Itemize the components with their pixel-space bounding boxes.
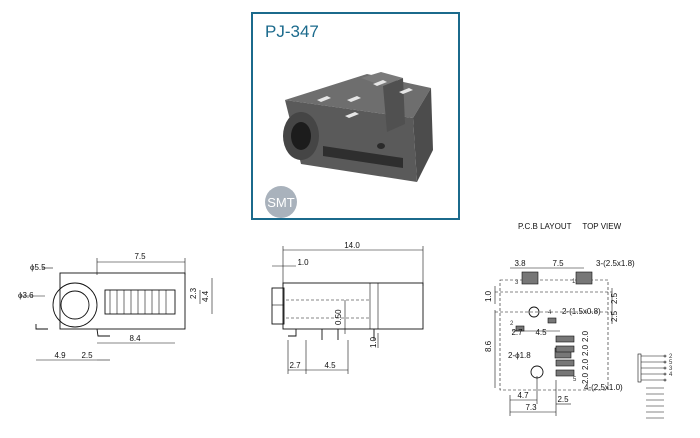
hole-1 (528, 306, 540, 318)
jack-right-face (413, 88, 433, 182)
dim-side-2-7: 2.7 (289, 361, 301, 370)
dim-pitch-4: 2.0 (581, 372, 590, 384)
dim-2-5: 2.5 (81, 351, 93, 360)
dim-14-0: 14.0 (344, 241, 360, 250)
schematic-symbol: 2 5 3 4 (637, 353, 673, 419)
pin-label-5: 5 (573, 377, 577, 383)
contact-tab (399, 88, 413, 94)
pad-row-3 (555, 359, 575, 367)
dim-pcb-4-7: 4.7 (517, 391, 529, 400)
jack-slot (323, 146, 403, 168)
contact-tab (373, 80, 387, 86)
dim-pcb-2-5a: 2.5 (610, 292, 619, 304)
pin-label-2: 2 (510, 321, 514, 327)
front-body (59, 272, 186, 330)
dim-2-3: 2.3 (189, 287, 198, 299)
pcb-header: P.C.B LAYOUT TOP VIEW (518, 222, 622, 231)
pad-large-2 (575, 271, 593, 285)
dim-pads-row: 4-(2.5x1.0) (584, 383, 623, 392)
contact-tab (347, 96, 361, 102)
sch-pin-5: 5 (669, 360, 673, 366)
dim-pitch-2: 2.0 (581, 344, 590, 356)
jack-outer-circle (52, 282, 98, 328)
dim-7-5: 7.5 (134, 252, 146, 261)
dim-pitch-1: 2.0 (581, 330, 590, 342)
dim-pcb-2-5: 2.5 (557, 395, 569, 404)
dim-4-4: 4.4 (201, 290, 210, 302)
sch-pin-4: 4 (669, 372, 673, 378)
dim-4-9: 4.9 (54, 351, 66, 360)
side-view-drawing: 14.0 1.0 0.50 1.0 2.7 4.5 (271, 241, 424, 374)
connector-photo: SMT (265, 72, 433, 218)
part-title: PJ-347 (265, 22, 319, 41)
dim-side-1-0: 1.0 (297, 258, 309, 267)
dim-side-4-5: 4.5 (324, 361, 336, 370)
dim-0-50: 0.50 (334, 309, 343, 325)
dim-8-4: 8.4 (129, 334, 141, 343)
jack-back-block-side (383, 78, 405, 132)
dim-dia-3-6: ϕ3.6 (18, 291, 34, 300)
pad-row-4 (555, 369, 575, 377)
dim-pcb-4-5: 4.5 (535, 328, 547, 337)
sch-pin-2: 2 (669, 354, 673, 360)
sch-pin-3: 3 (669, 366, 673, 372)
dim-pcb-2-5b: 2.5 (610, 310, 619, 322)
dim-side-h-1-0: 1.0 (369, 336, 378, 348)
jack-back-block-top (361, 72, 403, 86)
smt-badge-text: SMT (267, 195, 295, 210)
dim-pcb-7-3: 7.3 (525, 403, 537, 412)
dim-pcb-8-6: 8.6 (484, 340, 493, 352)
pcb-outline (499, 279, 609, 391)
pad-row-1 (555, 335, 575, 343)
dim-pcb-2-7: 2.7 (511, 328, 523, 337)
pin-label-1: 1 (572, 279, 576, 285)
jack-top-hole (377, 143, 385, 149)
jack-barrel-hole (291, 122, 311, 150)
pad-small-2 (547, 317, 557, 324)
dim-pcb-7-5: 7.5 (552, 259, 564, 268)
dim-pitch-3: 2.0 (581, 358, 590, 370)
side-body (282, 282, 424, 330)
dim-holes: 2-ϕ1.8 (508, 351, 531, 360)
front-view-drawing: ϕ5.5 ϕ3.6 7.5 2.3 4.4 8.4 4.9 2.5 (18, 252, 213, 361)
dim-pads-small: 2-(1.5x0.8) (562, 307, 601, 316)
dim-dia-5-5: ϕ5.5 (30, 263, 46, 272)
jack-inner-circle (60, 290, 90, 320)
product-photo-frame: PJ-347 SMT (251, 12, 460, 220)
pin-label-3: 3 (515, 280, 519, 286)
pad-large-1 (521, 271, 539, 285)
contact-tab (317, 96, 331, 102)
dim-pads-large: 3-(2.5x1.8) (596, 259, 635, 268)
slot-block (104, 289, 176, 315)
dim-pcb-1-0: 1.0 (484, 290, 493, 302)
dim-pcb-3-8: 3.8 (514, 259, 526, 268)
pin-label-4: 4 (548, 310, 552, 316)
pad-row-2 (555, 345, 575, 353)
contact-tab (345, 112, 359, 118)
side-nose (271, 287, 285, 325)
smt-badge (265, 186, 297, 218)
pcb-layout-drawing: P.C.B LAYOUT TOP VIEW 1 3 2 4 5 3.8 7.5 … (484, 222, 635, 416)
